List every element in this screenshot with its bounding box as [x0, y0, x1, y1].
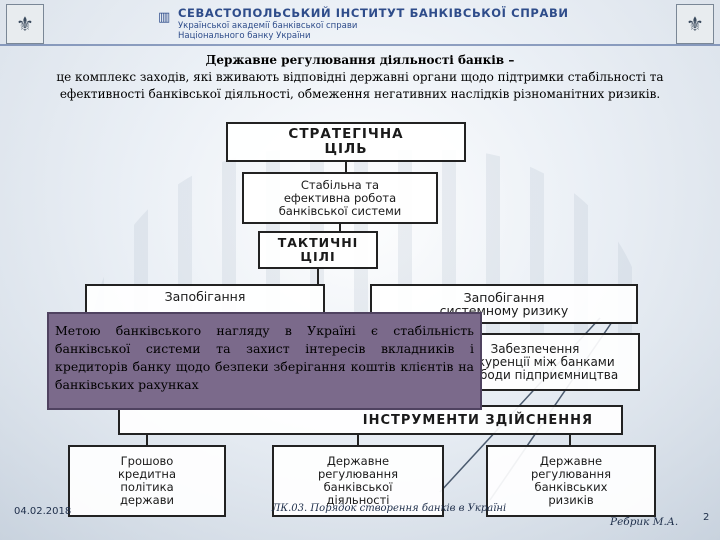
strategic-line-1: СТРАТЕГІЧНА [288, 126, 404, 142]
footer-course-title: ЛК.03. Порядок створення банків в Україн… [272, 503, 507, 514]
provide-line-2: конкуренції між банками [455, 354, 615, 369]
provide-line-1: Забезпечення [490, 341, 580, 356]
reg-risk-line-1: Державне [539, 454, 603, 468]
monetary-line-4: держави [119, 493, 174, 507]
prevention-box: Запобігання [85, 284, 325, 314]
instruments-box: ІНСТРУМЕНТИ ЗДІЙСНЕННЯ [118, 405, 623, 435]
tactical-line-2: ЦІЛІ [300, 249, 336, 264]
reg-risk-line-3: банківських [534, 480, 608, 494]
footer-date: 04.02.2018 [14, 506, 72, 517]
reg-risk-line-2: регулювання [530, 467, 612, 481]
definition-term: Державне регулювання діяльності банків – [205, 53, 515, 67]
page-number: 2 [703, 512, 710, 523]
institute-subtitle-1: Української академії банківської справи [178, 21, 358, 31]
stable-line-2: ефективна робота [283, 190, 397, 205]
institute-title: СЕВАСТОПОЛЬСЬКИЙ ІНСТИТУТ БАНКІВСЬКОЇ СП… [178, 6, 569, 20]
stable-line-1: Стабільна та [300, 177, 380, 192]
stable-line-3: банківської системи [278, 203, 402, 218]
strategic-line-2: ЦІЛЬ [324, 141, 368, 157]
provide-line-3: і свободи підприємництва [451, 367, 619, 382]
prevention-label: Запобігання [164, 289, 246, 304]
definition-text: це комплекс заходів, які вживають відпов… [56, 70, 664, 101]
monetary-line-3: політика [120, 480, 174, 494]
institute-logo-icon: ▥ [158, 10, 171, 25]
prevention2-line-1: Запобігання [463, 290, 545, 305]
tactical-line-1: ТАКТИЧНІ [277, 235, 359, 250]
reg-system-line-1: Державне [326, 454, 390, 468]
header-divider [0, 44, 720, 46]
reg-risk-line-4: ризиків [548, 493, 594, 507]
monetary-line-2: кредитна [117, 467, 176, 481]
supervision-goal-note: Метою банківського нагляду в Україні є с… [47, 312, 482, 410]
reg-system-line-2: регулювання [317, 467, 399, 481]
coat-of-arms-left-icon: ⚜ [6, 4, 44, 44]
reg-system-line-4: діяльності [326, 493, 390, 507]
coat-of-arms-right-icon: ⚜ [676, 4, 714, 44]
definition: Державне регулювання діяльності банків –… [20, 52, 700, 103]
reg-system-line-3: банківської [323, 480, 393, 494]
monetary-line-1: Грошово [120, 454, 174, 468]
instruments-label: ІНСТРУМЕНТИ ЗДІЙСНЕННЯ [362, 412, 593, 428]
header: ⚜ ▥ СЕВАСТОПОЛЬСЬКИЙ ІНСТИТУТ БАНКІВСЬКО… [0, 0, 720, 48]
institute-subtitle-2: Національного банку України [178, 31, 311, 41]
footer-author: Ребрик М.А. [610, 516, 679, 528]
